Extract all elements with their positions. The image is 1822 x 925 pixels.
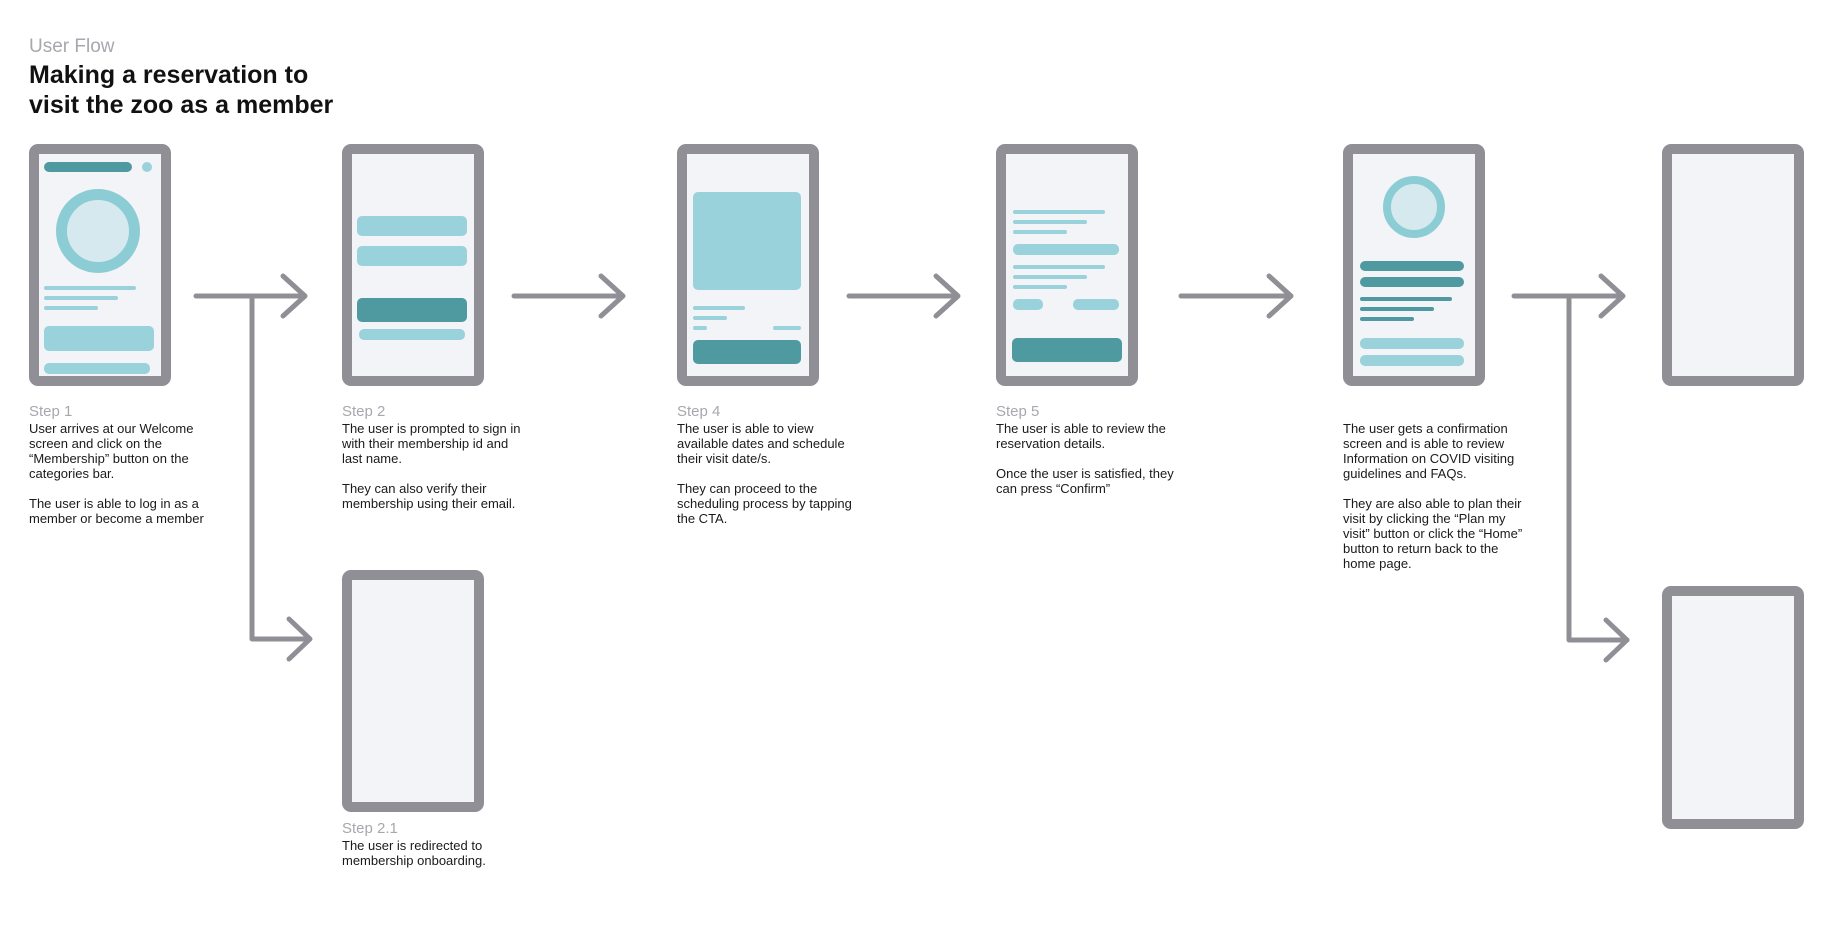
step-1-label: Step 1 xyxy=(29,403,73,420)
last-name-field-placeholder xyxy=(357,246,467,266)
calendar-placeholder xyxy=(693,192,801,290)
step-1-para-2: The user is able to log in as a member o… xyxy=(29,496,204,526)
login-button-placeholder xyxy=(44,326,154,351)
profile-dot-icon xyxy=(142,162,152,172)
confirmation-circle-icon xyxy=(1383,176,1445,238)
title-line-1: Making a reservation to xyxy=(29,61,309,89)
arrow-step5-to-step6 xyxy=(1178,273,1294,319)
text-line xyxy=(1013,230,1067,234)
confirmation-line xyxy=(1360,277,1464,287)
phone-step-5-review xyxy=(996,144,1138,386)
step-5-description: The user is able to review the reservati… xyxy=(996,421,1191,496)
membership-id-field-placeholder xyxy=(357,216,467,236)
step-6-description: The user gets a confirmation screen and … xyxy=(1343,421,1528,571)
verify-email-link-placeholder xyxy=(359,329,465,340)
step-4-label: Step 4 xyxy=(677,403,721,420)
detail-block xyxy=(1013,244,1119,255)
phone-step-2-1-onboarding xyxy=(342,570,484,812)
step-6-para-1: The user gets a confirmation screen and … xyxy=(1343,421,1515,481)
text-line xyxy=(773,326,801,330)
text-line xyxy=(693,326,707,330)
tag-placeholder xyxy=(1073,299,1119,310)
header-bar xyxy=(44,162,132,172)
step-2-1-para-1: The user is redirected to membership onb… xyxy=(342,838,486,868)
step-1-para-1: User arrives at our Welcome screen and c… xyxy=(29,421,194,481)
home-button-placeholder xyxy=(1360,355,1464,366)
step-2-para-1: The user is prompted to sign in with the… xyxy=(342,421,521,466)
step-5-para-2: Once the user is satisfied, they can pre… xyxy=(996,466,1174,496)
membership-circle-icon xyxy=(56,189,140,273)
text-line xyxy=(1360,297,1452,301)
step-5-label: Step 5 xyxy=(996,403,1040,420)
phone-home-page xyxy=(1662,144,1804,386)
text-line xyxy=(1360,307,1434,311)
sign-in-button-placeholder xyxy=(357,298,467,322)
text-line xyxy=(44,286,136,290)
text-line xyxy=(1013,220,1087,224)
confirmation-line xyxy=(1360,261,1464,271)
tag-placeholder xyxy=(1013,299,1043,310)
text-line xyxy=(1013,275,1087,279)
step-2-1-description: The user is redirected to membership onb… xyxy=(342,838,522,868)
schedule-cta-placeholder xyxy=(693,340,801,364)
diagram-title: Making a reservation to visit the zoo as… xyxy=(29,60,449,120)
arrow-step1-to-step2-1 xyxy=(249,293,313,662)
text-line xyxy=(1013,265,1105,269)
text-line xyxy=(44,296,118,300)
arrow-step4-to-step5 xyxy=(846,273,961,319)
step-1-description: User arrives at our Welcome screen and c… xyxy=(29,421,214,526)
phone-step-1-welcome xyxy=(29,144,171,386)
become-member-button-placeholder xyxy=(44,363,150,374)
text-line xyxy=(1360,317,1414,321)
text-line xyxy=(693,316,727,320)
step-6-para-2: They are also able to plan their visit b… xyxy=(1343,496,1523,571)
text-line xyxy=(44,306,98,310)
phone-step-2-sign-in xyxy=(342,144,484,386)
diagram-kicker: User Flow xyxy=(29,36,115,57)
step-2-para-2: They can also verify their membership us… xyxy=(342,481,516,511)
phone-plan-my-visit xyxy=(1662,586,1804,829)
step-2-description: The user is prompted to sign in with the… xyxy=(342,421,522,511)
step-4-para-1: The user is able to view available dates… xyxy=(677,421,845,466)
title-line-2: visit the zoo as a member xyxy=(29,91,334,119)
text-line xyxy=(1013,210,1105,214)
step-2-label: Step 2 xyxy=(342,403,386,420)
phone-step-4-schedule xyxy=(677,144,819,386)
phone-step-6-confirmation xyxy=(1343,144,1485,386)
plan-my-visit-button-placeholder xyxy=(1360,338,1464,349)
arrow-step6-to-plan-visit xyxy=(1566,293,1630,663)
text-line xyxy=(693,306,745,310)
step-2-1-label: Step 2.1 xyxy=(342,820,398,837)
confirm-button-placeholder xyxy=(1012,338,1122,362)
step-5-para-1: The user is able to review the reservati… xyxy=(996,421,1166,451)
step-4-para-2: They can proceed to the scheduling proce… xyxy=(677,481,852,526)
step-4-description: The user is able to view available dates… xyxy=(677,421,857,526)
text-line xyxy=(1013,285,1067,289)
arrow-step2-to-step4 xyxy=(511,273,626,319)
